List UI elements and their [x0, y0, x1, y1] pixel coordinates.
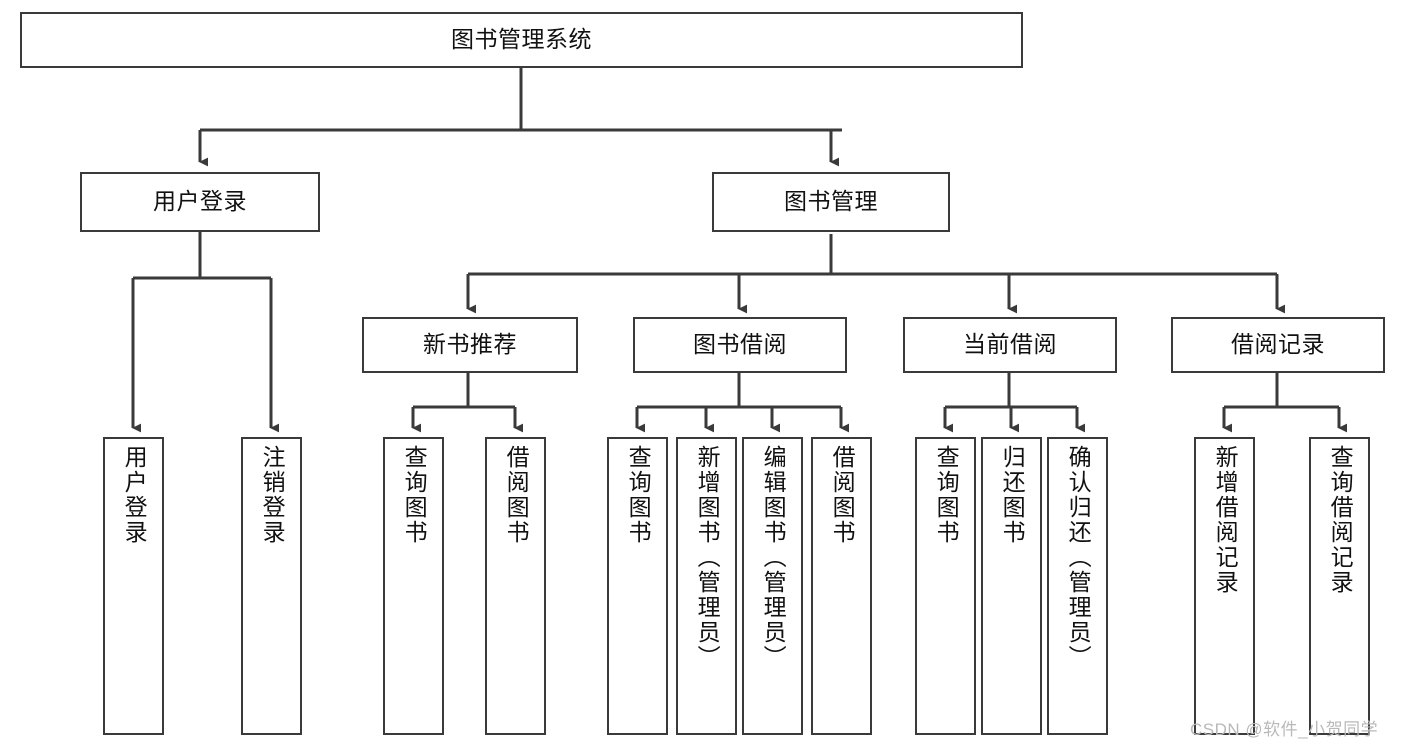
node-user-login-label: 用户登录 — [153, 188, 247, 215]
leaf-label: 归还图书 — [999, 445, 1026, 545]
leaf-label: 查询图书 — [933, 445, 960, 545]
leaf-user-login-2[interactable]: 注销登录 — [241, 437, 302, 735]
node-book-manage-label: 图书管理 — [784, 188, 878, 215]
node-book-manage[interactable]: 图书管理 — [712, 172, 950, 232]
leaf-label: 注销登录 — [259, 445, 286, 545]
node-book-borrow[interactable]: 图书借阅 — [633, 317, 847, 373]
leaf-label: 查询借阅记录 — [1327, 445, 1354, 595]
node-user-login[interactable]: 用户登录 — [80, 172, 320, 232]
leaf-new-book-1[interactable]: 查询图书 — [383, 437, 444, 735]
node-current-borrow[interactable]: 当前借阅 — [903, 317, 1117, 373]
leaf-label: 借阅图书 — [503, 445, 530, 545]
leaf-label: 新增借阅记录 — [1212, 445, 1239, 595]
leaf-current-borrow-1[interactable]: 查询图书 — [915, 437, 976, 735]
leaf-current-borrow-3[interactable]: 确认归还（管理员） — [1047, 437, 1108, 735]
leaf-label: 用户登录 — [121, 445, 148, 545]
leaf-current-borrow-2[interactable]: 归还图书 — [981, 437, 1042, 735]
node-root[interactable]: 图书管理系统 — [20, 12, 1023, 68]
leaf-label: 查询图书 — [625, 445, 652, 545]
leaf-label: 编辑图书（管理员） — [760, 445, 787, 670]
node-book-borrow-label: 图书借阅 — [693, 331, 787, 358]
leaf-book-borrow-1[interactable]: 查询图书 — [607, 437, 668, 735]
leaf-borrow-record-2[interactable]: 查询借阅记录 — [1309, 437, 1370, 735]
leaf-book-borrow-2[interactable]: 新增图书（管理员） — [676, 437, 737, 735]
leaf-book-borrow-4[interactable]: 借阅图书 — [811, 437, 872, 735]
leaf-label: 查询图书 — [401, 445, 428, 545]
leaf-label: 新增图书（管理员） — [694, 445, 721, 670]
node-current-borrow-label: 当前借阅 — [963, 331, 1057, 358]
node-new-book-recommend-label: 新书推荐 — [423, 331, 517, 358]
leaf-book-borrow-3[interactable]: 编辑图书（管理员） — [742, 437, 803, 735]
node-borrow-record[interactable]: 借阅记录 — [1171, 317, 1385, 373]
leaf-label: 确认归还（管理员） — [1065, 445, 1092, 670]
leaf-user-login-1[interactable]: 用户登录 — [103, 437, 164, 735]
node-root-label: 图书管理系统 — [451, 26, 592, 53]
leaf-borrow-record-1[interactable]: 新增借阅记录 — [1194, 437, 1255, 735]
node-new-book-recommend[interactable]: 新书推荐 — [362, 317, 578, 373]
node-borrow-record-label: 借阅记录 — [1231, 331, 1325, 358]
leaf-label: 借阅图书 — [829, 445, 856, 545]
leaf-new-book-2[interactable]: 借阅图书 — [485, 437, 546, 735]
